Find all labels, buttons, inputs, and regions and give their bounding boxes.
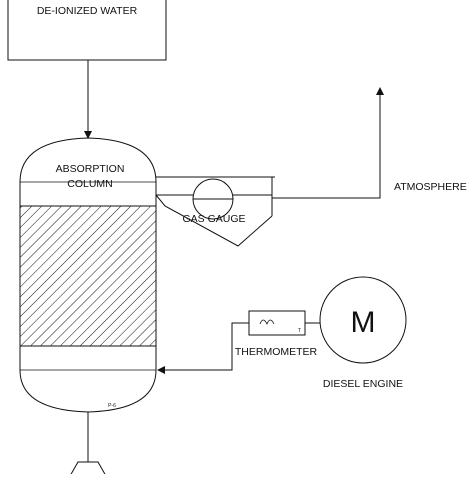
absorption-column-label-line2: COLUMN — [67, 178, 113, 190]
absorption-column-label-line1: ABSORPTION — [56, 163, 125, 175]
diesel-engine-label: DIESEL ENGINE — [323, 378, 403, 390]
packed-bed — [19, 205, 157, 347]
deionized-water-tank — [7, 0, 167, 61]
thermometer-tag: T — [298, 328, 301, 334]
atmosphere-label: ATMOSPHERE — [394, 181, 467, 193]
thermometer-element-icon — [259, 319, 275, 325]
thermometer-box — [248, 310, 306, 336]
deionized-water-label: DE-IONIZED WATER — [37, 5, 138, 17]
outlet-nozzle — [69, 461, 107, 477]
thermometer-label: THERMOMETER — [235, 346, 318, 358]
motor-symbol: M — [351, 306, 376, 339]
column-tag: P-6 — [108, 403, 116, 409]
return-line — [157, 322, 249, 374]
atmosphere-vent-line — [272, 87, 384, 199]
diesel-engine-motor — [319, 276, 407, 364]
gas-gauge-label: GAS GAUGE — [182, 213, 245, 225]
